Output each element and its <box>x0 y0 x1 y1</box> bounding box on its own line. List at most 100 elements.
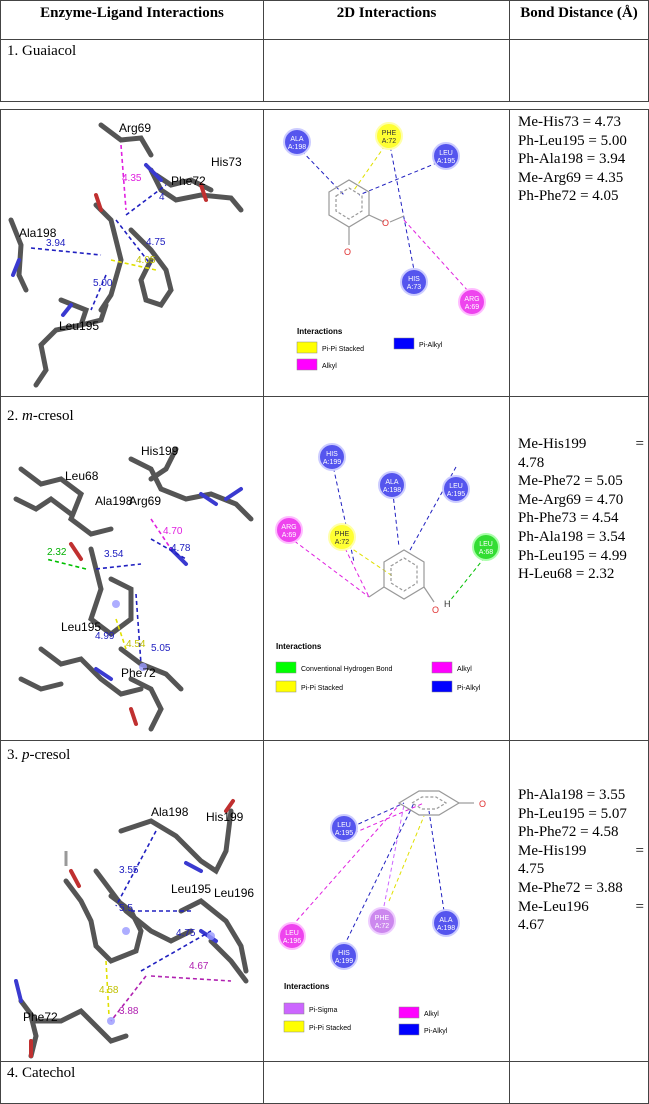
residue-phe72: PHE A:72 <box>328 523 356 551</box>
header-col3: Bond Distance (Å) <box>509 0 649 40</box>
svg-text:A:73: A:73 <box>407 284 422 291</box>
svg-text:ALA: ALA <box>385 479 399 486</box>
svg-text:A:72: A:72 <box>375 923 390 930</box>
legend-item: Pi-Pi Stacked <box>301 685 343 692</box>
legend-title: Interactions <box>297 327 343 336</box>
residue-phe72: PHE A:72 <box>368 907 396 935</box>
3d-label-ala198: Ala198 <box>151 805 189 819</box>
residue-leu195: LEU A:195 <box>330 814 358 842</box>
header-col1: Enzyme-Ligand Interactions <box>0 0 264 40</box>
residue-leu195: LEU A:195 <box>432 142 460 170</box>
atom-o: O <box>479 799 486 809</box>
3d-value-2: 3.54 <box>104 549 124 560</box>
legend-item: Alkyl <box>322 363 337 370</box>
guaiacol-bond-distances: Me-His73 = 4.73 Ph-Leu195 = 5.00 Ph-Ala1… <box>509 109 649 397</box>
legend-item: Pi-Pi Stacked <box>309 1025 351 1032</box>
3d-value-5: 4.58 <box>99 985 119 996</box>
residue-leu195: LEU A:195 <box>442 475 470 503</box>
3d-label-his73: His73 <box>211 155 242 169</box>
svg-text:A:196: A:196 <box>283 938 301 945</box>
3d-value-1: 4.35 <box>122 173 142 184</box>
row-label-guaiacol: 1. Guaiacol <box>0 39 264 102</box>
atom-o: O <box>432 605 439 615</box>
catechol-empty-bond <box>509 1061 649 1104</box>
svg-text:ARG: ARG <box>281 524 296 531</box>
m-cresol-3d-image: 2. m-cresol <box>0 396 264 741</box>
row-label-m-cresol: 2. m-cresol <box>7 408 74 424</box>
bond-line-cont: 4.67 <box>518 917 545 934</box>
bond-line: Ph-Leu195 = 4.99 <box>518 547 627 564</box>
svg-text:LEU: LEU <box>285 930 299 937</box>
residue-arg69: ARG A:69 <box>458 288 486 316</box>
svg-text:LEU: LEU <box>449 483 463 490</box>
legend-item: Pi-Sigma <box>309 1007 338 1014</box>
3d-label-his199: His199 <box>141 444 179 458</box>
3d-value-7: 4.54 <box>126 639 146 650</box>
bond-line: Me-Phe72 = 5.05 <box>518 473 623 490</box>
bond-line: Ph-Leu195 = 5.00 <box>518 132 627 149</box>
legend-item: Pi-Alkyl <box>457 685 481 692</box>
p-cresol-2d-diagram: O LEU A:195 LEU A:196 PHE A:72 ALA A:198 <box>263 740 510 1062</box>
svg-text:A:199: A:199 <box>323 459 341 466</box>
svg-text:A:195: A:195 <box>447 491 465 498</box>
catechol-empty-2d <box>263 1061 510 1104</box>
3d-label-leu196: Leu196 <box>214 886 254 900</box>
3d-value-3: 3.94 <box>46 238 66 249</box>
svg-text:PHE: PHE <box>382 130 397 137</box>
3d-label-leu195: Leu195 <box>61 620 101 634</box>
legend-item: Conventional Hydrogen Bond <box>301 666 393 673</box>
svg-text:A:69: A:69 <box>282 532 297 539</box>
3d-value-5: 4.05 <box>136 255 156 266</box>
3d-value-4: 4.78 <box>171 543 191 554</box>
3d-value-4: 4.75 <box>146 237 166 248</box>
3d-value-1: 3.55 <box>119 865 139 876</box>
residue-his73: HIS A:73 <box>400 268 428 296</box>
bond-line-cont: 4.78 <box>518 454 545 471</box>
svg-text:HIS: HIS <box>338 950 350 957</box>
3d-label-phe72: Phe72 <box>121 666 156 680</box>
ligand-structure <box>397 790 474 816</box>
atom-h: H <box>444 599 451 609</box>
3d-value-4: 4.67 <box>189 961 209 972</box>
row-label-catechol: 4. Catechol <box>0 1061 264 1104</box>
svg-text:A:68: A:68 <box>479 549 494 556</box>
bond-line: Ph-Phe72 = 4.05 <box>518 188 619 205</box>
bond-line: Me-Arg69 = 4.35 <box>518 169 624 186</box>
svg-text:A:198: A:198 <box>437 925 455 932</box>
bond-line: Ph-Ala198 = 3.94 <box>518 151 626 168</box>
svg-text:LEU: LEU <box>337 822 351 829</box>
bond-line: Me-Arg69 = 4.70 <box>518 491 624 508</box>
bond-line: Me-His199= <box>518 842 644 859</box>
p-cresol-bond-distances: Ph-Ala198 = 3.55 Ph-Leu195 = 5.07 Ph-Phe… <box>509 740 649 1062</box>
3d-value-2: 5.5 <box>119 903 133 914</box>
row-label-p-cresol: 3. p-cresol <box>7 747 71 763</box>
svg-text:A:195: A:195 <box>335 830 353 837</box>
svg-text:ALA: ALA <box>290 136 304 143</box>
svg-text:PHE: PHE <box>375 915 390 922</box>
residue-leu68: LEU A:68 <box>472 533 500 561</box>
residue-ala198: ALA A:198 <box>283 128 311 156</box>
svg-text:A:69: A:69 <box>465 304 480 311</box>
3d-label-arg69: Arg69 <box>119 121 151 135</box>
bond-line: H-Leu68 = 2.32 <box>518 566 615 583</box>
svg-text:A:198: A:198 <box>288 144 306 151</box>
svg-text:A:198: A:198 <box>383 487 401 494</box>
bond-line: Ph-Leu195 = 5.07 <box>518 805 627 822</box>
3d-label-ala198: Ala198 <box>95 494 133 508</box>
residue-arg69: ARG A:69 <box>275 516 303 544</box>
3d-label-phe72: Phe72 <box>171 174 206 188</box>
residue-his199: HIS A:199 <box>330 942 358 970</box>
atom-o-1: O <box>344 247 351 257</box>
legend-title: Interactions <box>284 982 330 991</box>
svg-text:HIS: HIS <box>326 451 338 458</box>
svg-text:ARG: ARG <box>464 296 479 303</box>
3d-value-2: 4 <box>159 192 165 203</box>
3d-value-5: 5.05 <box>151 643 171 654</box>
residue-ala198: ALA A:198 <box>378 471 406 499</box>
3d-value-6: 4.99 <box>95 631 115 642</box>
atom-o-2: O <box>382 218 389 228</box>
svg-text:LEU: LEU <box>439 150 453 157</box>
ligand-structure <box>328 179 405 245</box>
svg-text:LEU: LEU <box>479 541 493 548</box>
